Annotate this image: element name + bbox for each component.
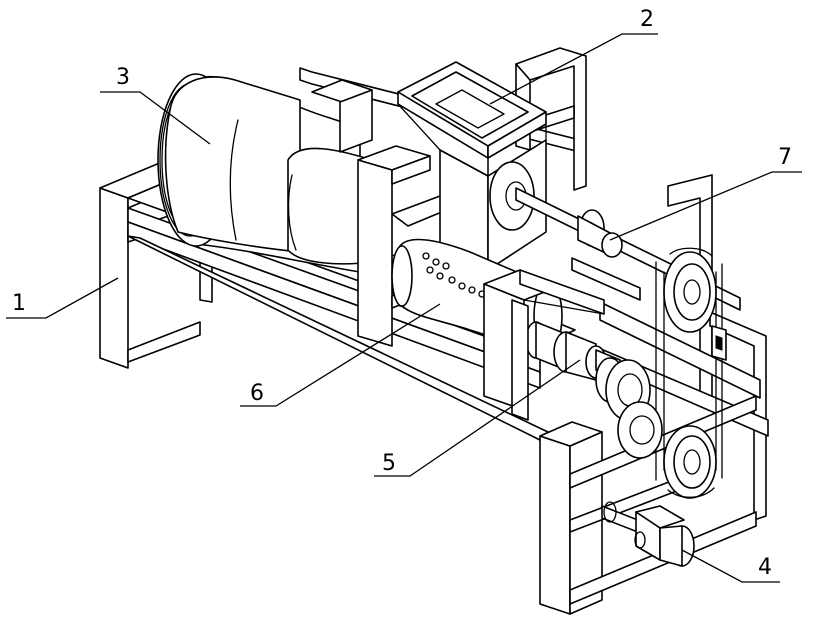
- callout-label-6: 6: [250, 381, 264, 406]
- callout-label-5: 5: [382, 451, 396, 476]
- callout-label-4: 4: [758, 555, 772, 580]
- inner-shaft: [484, 270, 620, 420]
- lower-motor: [602, 502, 694, 566]
- callout-4: 4: [682, 550, 780, 582]
- callout-label-3: 3: [116, 65, 130, 90]
- callout-label-2: 2: [640, 7, 654, 32]
- callout-label-1: 1: [12, 291, 26, 316]
- callout-label-7: 7: [778, 145, 792, 170]
